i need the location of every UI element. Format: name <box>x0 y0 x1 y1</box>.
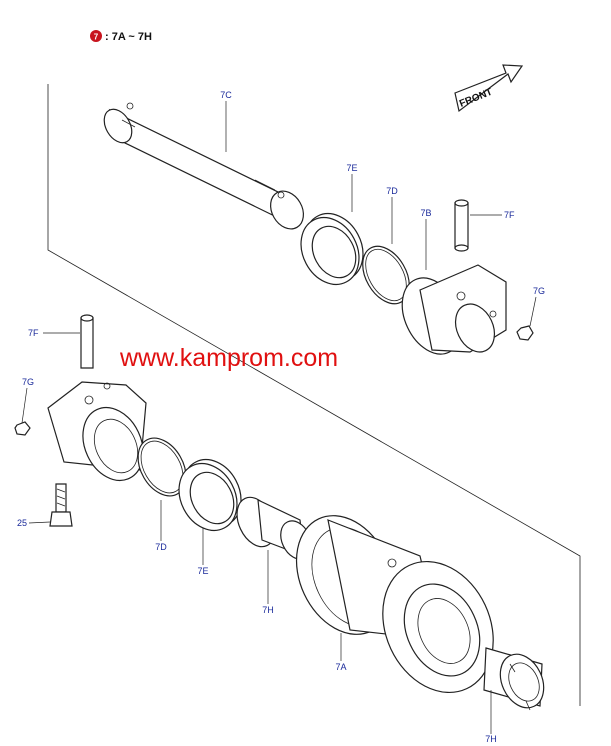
bolt-25 <box>49 483 73 527</box>
callout-7a: 7A <box>335 662 346 672</box>
shaft-7c <box>103 102 304 230</box>
callout-25: 25 <box>17 518 27 528</box>
badge-glyph: 7 <box>94 33 99 42</box>
seal-7e-lower <box>178 458 242 532</box>
watermark: www.kamprom.com <box>119 344 338 372</box>
header: 7 : 7A ~ 7H <box>90 30 152 43</box>
nut-7g-left <box>14 421 31 436</box>
leader-lines <box>21 101 537 734</box>
collar-7b-upper <box>401 264 507 355</box>
pin-7f-left <box>80 314 94 369</box>
seal-7e-upper <box>300 212 364 286</box>
bushing-7h-bottom <box>483 647 545 711</box>
badge-icon <box>90 30 102 42</box>
callout-7f-top: 7F <box>504 210 515 220</box>
oring-7d-lower <box>137 437 187 497</box>
oring-7d-upper <box>362 245 410 305</box>
callouts: 7C 7E 7D 7B 7F 7G 7F 7G 25 7D 7E 7H 7A 7… <box>17 90 545 744</box>
callout-7g-left: 7G <box>22 377 34 387</box>
callout-7e-top: 7E <box>346 163 357 173</box>
callout-7e-bottom: 7E <box>197 566 208 576</box>
callout-7b: 7B <box>420 208 431 218</box>
callout-7g-top: 7G <box>533 286 545 296</box>
nut-7g-upper <box>516 325 534 341</box>
callout-7d-bottom: 7D <box>155 542 167 552</box>
assembly-boundary <box>47 84 581 706</box>
callout-7c-top: 7C <box>220 90 232 100</box>
callout-7f-left: 7F <box>28 328 39 338</box>
roller-7a <box>295 515 494 694</box>
pin-7f-upper <box>454 199 469 252</box>
callout-7d-top: 7D <box>386 186 398 196</box>
callout-7h-bottom: 7H <box>485 734 497 744</box>
bushing-7h-middle <box>236 496 312 560</box>
range-text: : 7A ~ 7H <box>105 31 152 43</box>
callout-7h-middle: 7H <box>262 605 274 615</box>
front-arrow: FRONT <box>454 64 524 113</box>
collar-7b-lower <box>47 381 147 482</box>
